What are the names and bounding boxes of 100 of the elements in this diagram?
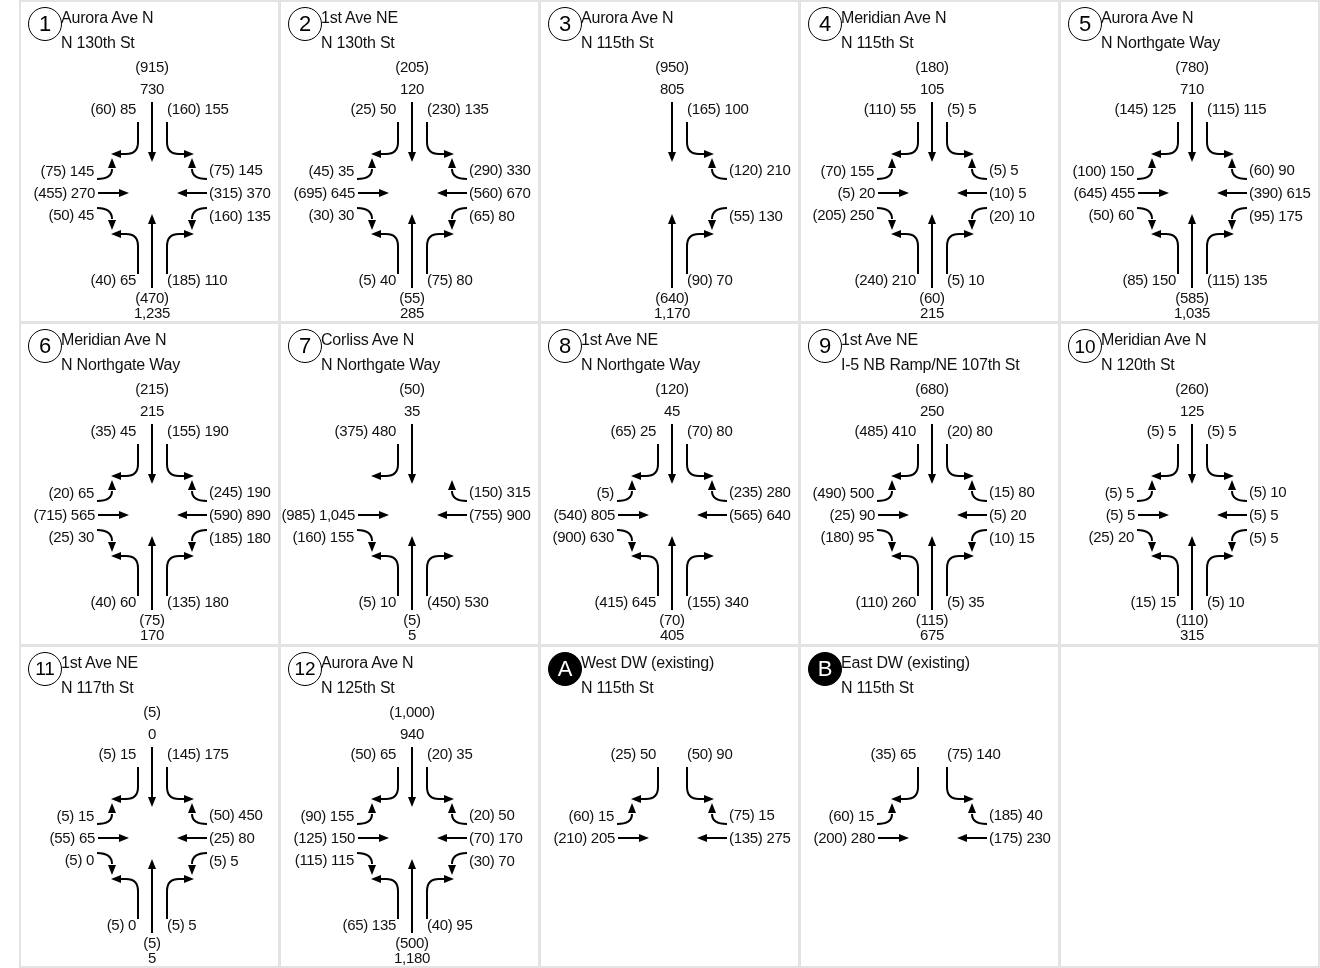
street-name: 1st Ave NE	[61, 652, 138, 673]
volume-label: (115) 115	[1207, 100, 1267, 118]
street-name: Meridian Ave N	[61, 330, 167, 351]
street-name: 1st Ave NE	[321, 8, 398, 28]
intersection-panel	[281, 646, 538, 966]
approach-total: (50) 35	[399, 379, 425, 422]
street-name: N Northgate Way	[1101, 33, 1221, 53]
volume-label: (20) 50	[469, 805, 515, 824]
volume-label: (490) 500	[812, 484, 874, 503]
volume-label: (70) 170	[469, 828, 523, 847]
number-badge: A	[548, 651, 582, 686]
street-name: I-5 NB Ramp/NE 107th St	[841, 355, 1020, 376]
volume-label: (185) 40	[989, 805, 1043, 824]
volume-label: (65) 25	[610, 422, 656, 441]
street-name: N 115th St	[581, 33, 654, 53]
approach-total: (110) 315	[1175, 612, 1209, 643]
volume-label: (5) 10	[1249, 483, 1287, 502]
volume-label: (5) 10	[358, 593, 396, 612]
volume-label: (60) 15	[568, 806, 614, 825]
street-name: East DW (existing)	[841, 652, 970, 673]
intersection-panel	[801, 646, 1058, 966]
approach-total: (500) 1,180	[394, 934, 430, 965]
volume-label: (695) 645	[293, 184, 355, 202]
volume-label: (135) 180	[167, 593, 229, 612]
volume-label: (20) 65	[48, 484, 94, 503]
approach-total: (585) 1,035	[1174, 290, 1210, 320]
street-name: Aurora Ave N	[321, 652, 414, 673]
volume-label: (5) 5	[989, 161, 1019, 179]
volume-label: (5) 10	[947, 271, 985, 289]
volume-label: (110) 55	[863, 100, 916, 118]
volume-label: (35) 65	[870, 744, 916, 763]
street-name: N 115th St	[841, 677, 914, 698]
volume-label: (15) 80	[989, 483, 1035, 502]
volume-label: (5) 40	[358, 271, 396, 289]
volume-label: (900) 630	[552, 528, 614, 547]
volume-label: (160) 135	[209, 207, 271, 225]
number-badge: 10	[1068, 329, 1102, 364]
volume-label: (5) 5	[947, 100, 977, 118]
intersection-panel	[801, 2, 1058, 322]
volume-label: (455) 270	[33, 184, 95, 202]
intersection-panel	[541, 324, 798, 644]
volume-label: (240) 210	[854, 271, 916, 289]
volume-label: (5) 5	[1249, 529, 1279, 548]
volume-label: (15) 15	[1130, 593, 1176, 612]
street-name: 1st Ave NE	[841, 330, 918, 351]
volume-label: (5) 5	[209, 851, 239, 870]
approach-total: (215) 215	[135, 379, 169, 422]
number-badge: B	[808, 651, 842, 686]
volume-label: (205) 250	[812, 206, 874, 224]
number-badge: 6	[28, 329, 62, 364]
volume-label: (60) 85	[90, 100, 136, 118]
volume-label: (5) 20	[837, 184, 875, 202]
volume-label: (315) 370	[209, 184, 271, 202]
volume-label: (5) 5	[1105, 506, 1135, 525]
volume-label: (245) 190	[209, 483, 271, 502]
volume-label: (985) 1,045	[281, 506, 355, 525]
volume-label: (5) 5	[167, 915, 197, 934]
volume-label: (75) 15	[729, 805, 775, 824]
approach-total: (640) 1,170	[654, 290, 690, 320]
street-name: N Northgate Way	[61, 355, 181, 376]
approach-total: (260) 125	[1175, 379, 1209, 422]
intersection-panel	[541, 2, 798, 322]
volume-label: (230) 135	[427, 100, 489, 118]
approach-total: (780) 710	[1175, 57, 1209, 99]
intersection-panel	[1061, 2, 1318, 322]
street-name: N 115th St	[581, 677, 654, 698]
volume-label: (25) 20	[1088, 528, 1134, 547]
approach-total: (60) 215	[919, 290, 945, 320]
volume-label: (25) 50	[610, 744, 656, 763]
volume-label: (210) 205	[553, 828, 615, 847]
volume-label: (235) 280	[729, 483, 791, 502]
volume-label: (50) 65	[350, 744, 396, 763]
volume-label: (450) 530	[427, 593, 489, 612]
approach-total: (915) 730	[135, 57, 169, 99]
volume-label: (5) 0	[64, 850, 94, 869]
number-badge: 4	[808, 7, 842, 41]
volume-label: (110) 260	[855, 593, 916, 612]
volume-label: (125) 150	[293, 828, 355, 847]
number-badge: 11	[28, 651, 62, 686]
number-badge: 8	[548, 329, 582, 364]
volume-label: (120) 210	[729, 161, 791, 179]
approach-total: (1,000) 940	[389, 701, 435, 744]
volume-label: (20) 35	[427, 744, 473, 763]
volume-label: (35) 45	[90, 422, 136, 441]
volume-label: (50) 450	[209, 805, 263, 824]
volume-label: (90) 70	[687, 271, 733, 289]
volume-label: (5) 5	[1249, 506, 1279, 525]
volume-label: (755) 900	[469, 506, 531, 525]
volume-label: (85) 150	[1122, 271, 1176, 289]
volume-label: (65) 135	[342, 915, 396, 934]
intersection-panel	[541, 646, 798, 966]
volume-label: (165) 100	[687, 100, 749, 118]
volume-label: (5) 5	[1207, 422, 1237, 441]
street-name: 1st Ave NE	[581, 330, 658, 351]
volume-label: (75) 140	[947, 744, 1001, 763]
volume-label: (25) 50	[350, 100, 396, 118]
volume-label: (40) 60	[90, 593, 136, 612]
number-badge: 5	[1068, 7, 1102, 41]
volume-label: (290) 330	[469, 161, 531, 179]
volume-label: (5) 10	[1207, 593, 1245, 612]
